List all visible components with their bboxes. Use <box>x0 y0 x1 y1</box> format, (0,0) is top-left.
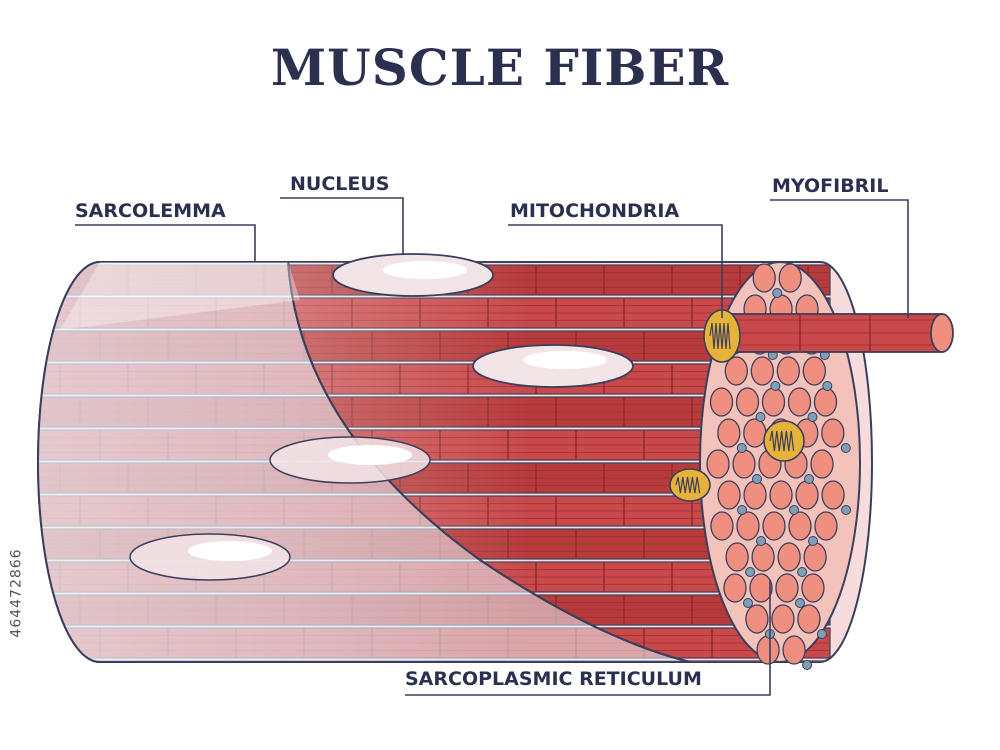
myofibril-leader <box>770 199 909 318</box>
myofibril-cross-section <box>752 263 776 293</box>
sarcoplasmic-reticulum-tubule <box>737 505 748 515</box>
myofibril-cross-section <box>814 511 838 541</box>
myofibril-cross-section <box>797 604 821 634</box>
nucleus-leader <box>280 197 404 255</box>
sarcoplasmic-reticulum-tubule <box>840 443 851 453</box>
myofibril-cross-section <box>821 418 845 448</box>
myofibril-cross-section <box>743 480 767 510</box>
sarcoplasmic-reticulum-tubule <box>770 381 781 391</box>
myofibril-cross-section <box>821 480 845 510</box>
myofibril-cross-section <box>735 387 760 417</box>
myofibril-cross-section <box>775 573 799 603</box>
myofibril-cross-section <box>776 356 800 386</box>
sarcoplasmic-reticulum-tubule <box>841 505 852 515</box>
sarcoplasmic-reticulum-tubule <box>752 474 763 484</box>
myofibril-label: MYOFIBRIL <box>772 175 889 197</box>
myofibril-cross-section <box>706 449 730 479</box>
myofibril-cross-section <box>813 387 838 417</box>
mitochondrion <box>763 420 805 462</box>
nuclei <box>129 253 634 581</box>
sarcoplasmic-reticulum-tubule <box>772 288 783 298</box>
sarcolemma-fold-edge <box>287 261 691 663</box>
mitochondria-group <box>669 309 805 502</box>
sarcolemma-label: SARCOLEMMA <box>75 200 226 222</box>
myofibril-cross-section <box>710 511 734 541</box>
myofibril-cross-section <box>787 387 812 417</box>
myofibril-cross-section <box>803 542 827 572</box>
myofibril-cross-section <box>717 418 741 448</box>
sarcoplasmic-reticulum-tubule <box>804 474 815 484</box>
myofibril-cross-section <box>732 449 756 479</box>
myofibril-cross-section <box>762 511 786 541</box>
myofibril-cross-section <box>709 387 734 417</box>
sarcoplasmic-reticulum-tubule <box>794 598 805 608</box>
sarcoplasmic-reticulum-tubule <box>797 567 808 577</box>
myofibril-cross-section <box>750 356 774 386</box>
myofibril-cross-section <box>795 480 819 510</box>
myofibril-cross-section <box>749 573 773 603</box>
myofibril-cross-section <box>782 635 806 665</box>
sarcoplasmic-reticulum-leader <box>405 580 771 696</box>
myofibril-cross-section <box>723 573 747 603</box>
myofibril-cross-section <box>743 418 767 448</box>
sarcoplasmic-reticulum-tubule <box>807 412 818 422</box>
nucleus-highlight <box>188 541 272 561</box>
myofibril-cross-section <box>771 604 795 634</box>
sarcolemma-highlight <box>60 262 300 330</box>
myofibril-cross-section <box>802 356 826 386</box>
protruding-myofibril <box>729 313 954 353</box>
sarcoplasmic-reticulum-tubule <box>745 567 756 577</box>
myofibril-cross-section <box>761 387 786 417</box>
sarcoplasmic-reticulum-label: SARCOPLASMIC RETICULUM <box>405 668 702 690</box>
sarcoplasmic-reticulum-tubule <box>742 598 753 608</box>
myofibril-cross-section <box>736 511 760 541</box>
sarcoplasmic-reticulum-tubule <box>802 660 813 670</box>
stock-id-watermark: 464472866 <box>8 548 25 638</box>
nucleus-highlight <box>383 261 467 279</box>
sarcoplasmic-reticulum-tubule <box>736 443 747 453</box>
nucleus-highlight <box>328 445 412 465</box>
myofibril-cross-section <box>724 356 748 386</box>
sarcoplasmic-reticulum-tubule <box>789 505 800 515</box>
myofibril-cross-section <box>810 449 834 479</box>
myofibril-cross-section <box>751 542 775 572</box>
myofibril-cross-section <box>769 480 793 510</box>
myofibril-cross-section <box>725 542 749 572</box>
mitochondrion <box>669 468 711 502</box>
mitochondria-label: MITOCHONDRIA <box>510 200 680 222</box>
nucleus-highlight <box>523 351 607 369</box>
diagram-title: MUSCLE FIBER <box>270 38 730 97</box>
myofibril-cross-section <box>777 542 801 572</box>
sarcolemma-leader <box>75 224 256 262</box>
sarcoplasmic-reticulum-tubule <box>822 381 833 391</box>
sarcoplasmic-reticulum-tubule <box>807 536 818 546</box>
sarcoplasmic-reticulum-tubule <box>755 536 766 546</box>
mitochondria-leader <box>508 224 723 318</box>
nucleus-label: NUCLEUS <box>290 173 390 195</box>
sarcoplasmic-reticulum-tubule <box>755 412 766 422</box>
myofibril-cross-section <box>717 480 741 510</box>
myofibril-cross-section <box>745 604 769 634</box>
leader-lines <box>75 197 909 696</box>
myofibril-cross-section <box>778 263 802 293</box>
myofibril-cross-section <box>788 511 812 541</box>
sarcoplasmic-reticulum-tubule <box>816 629 827 639</box>
myofibril-cross-section <box>756 635 780 665</box>
myofibril-cross-section <box>801 573 825 603</box>
